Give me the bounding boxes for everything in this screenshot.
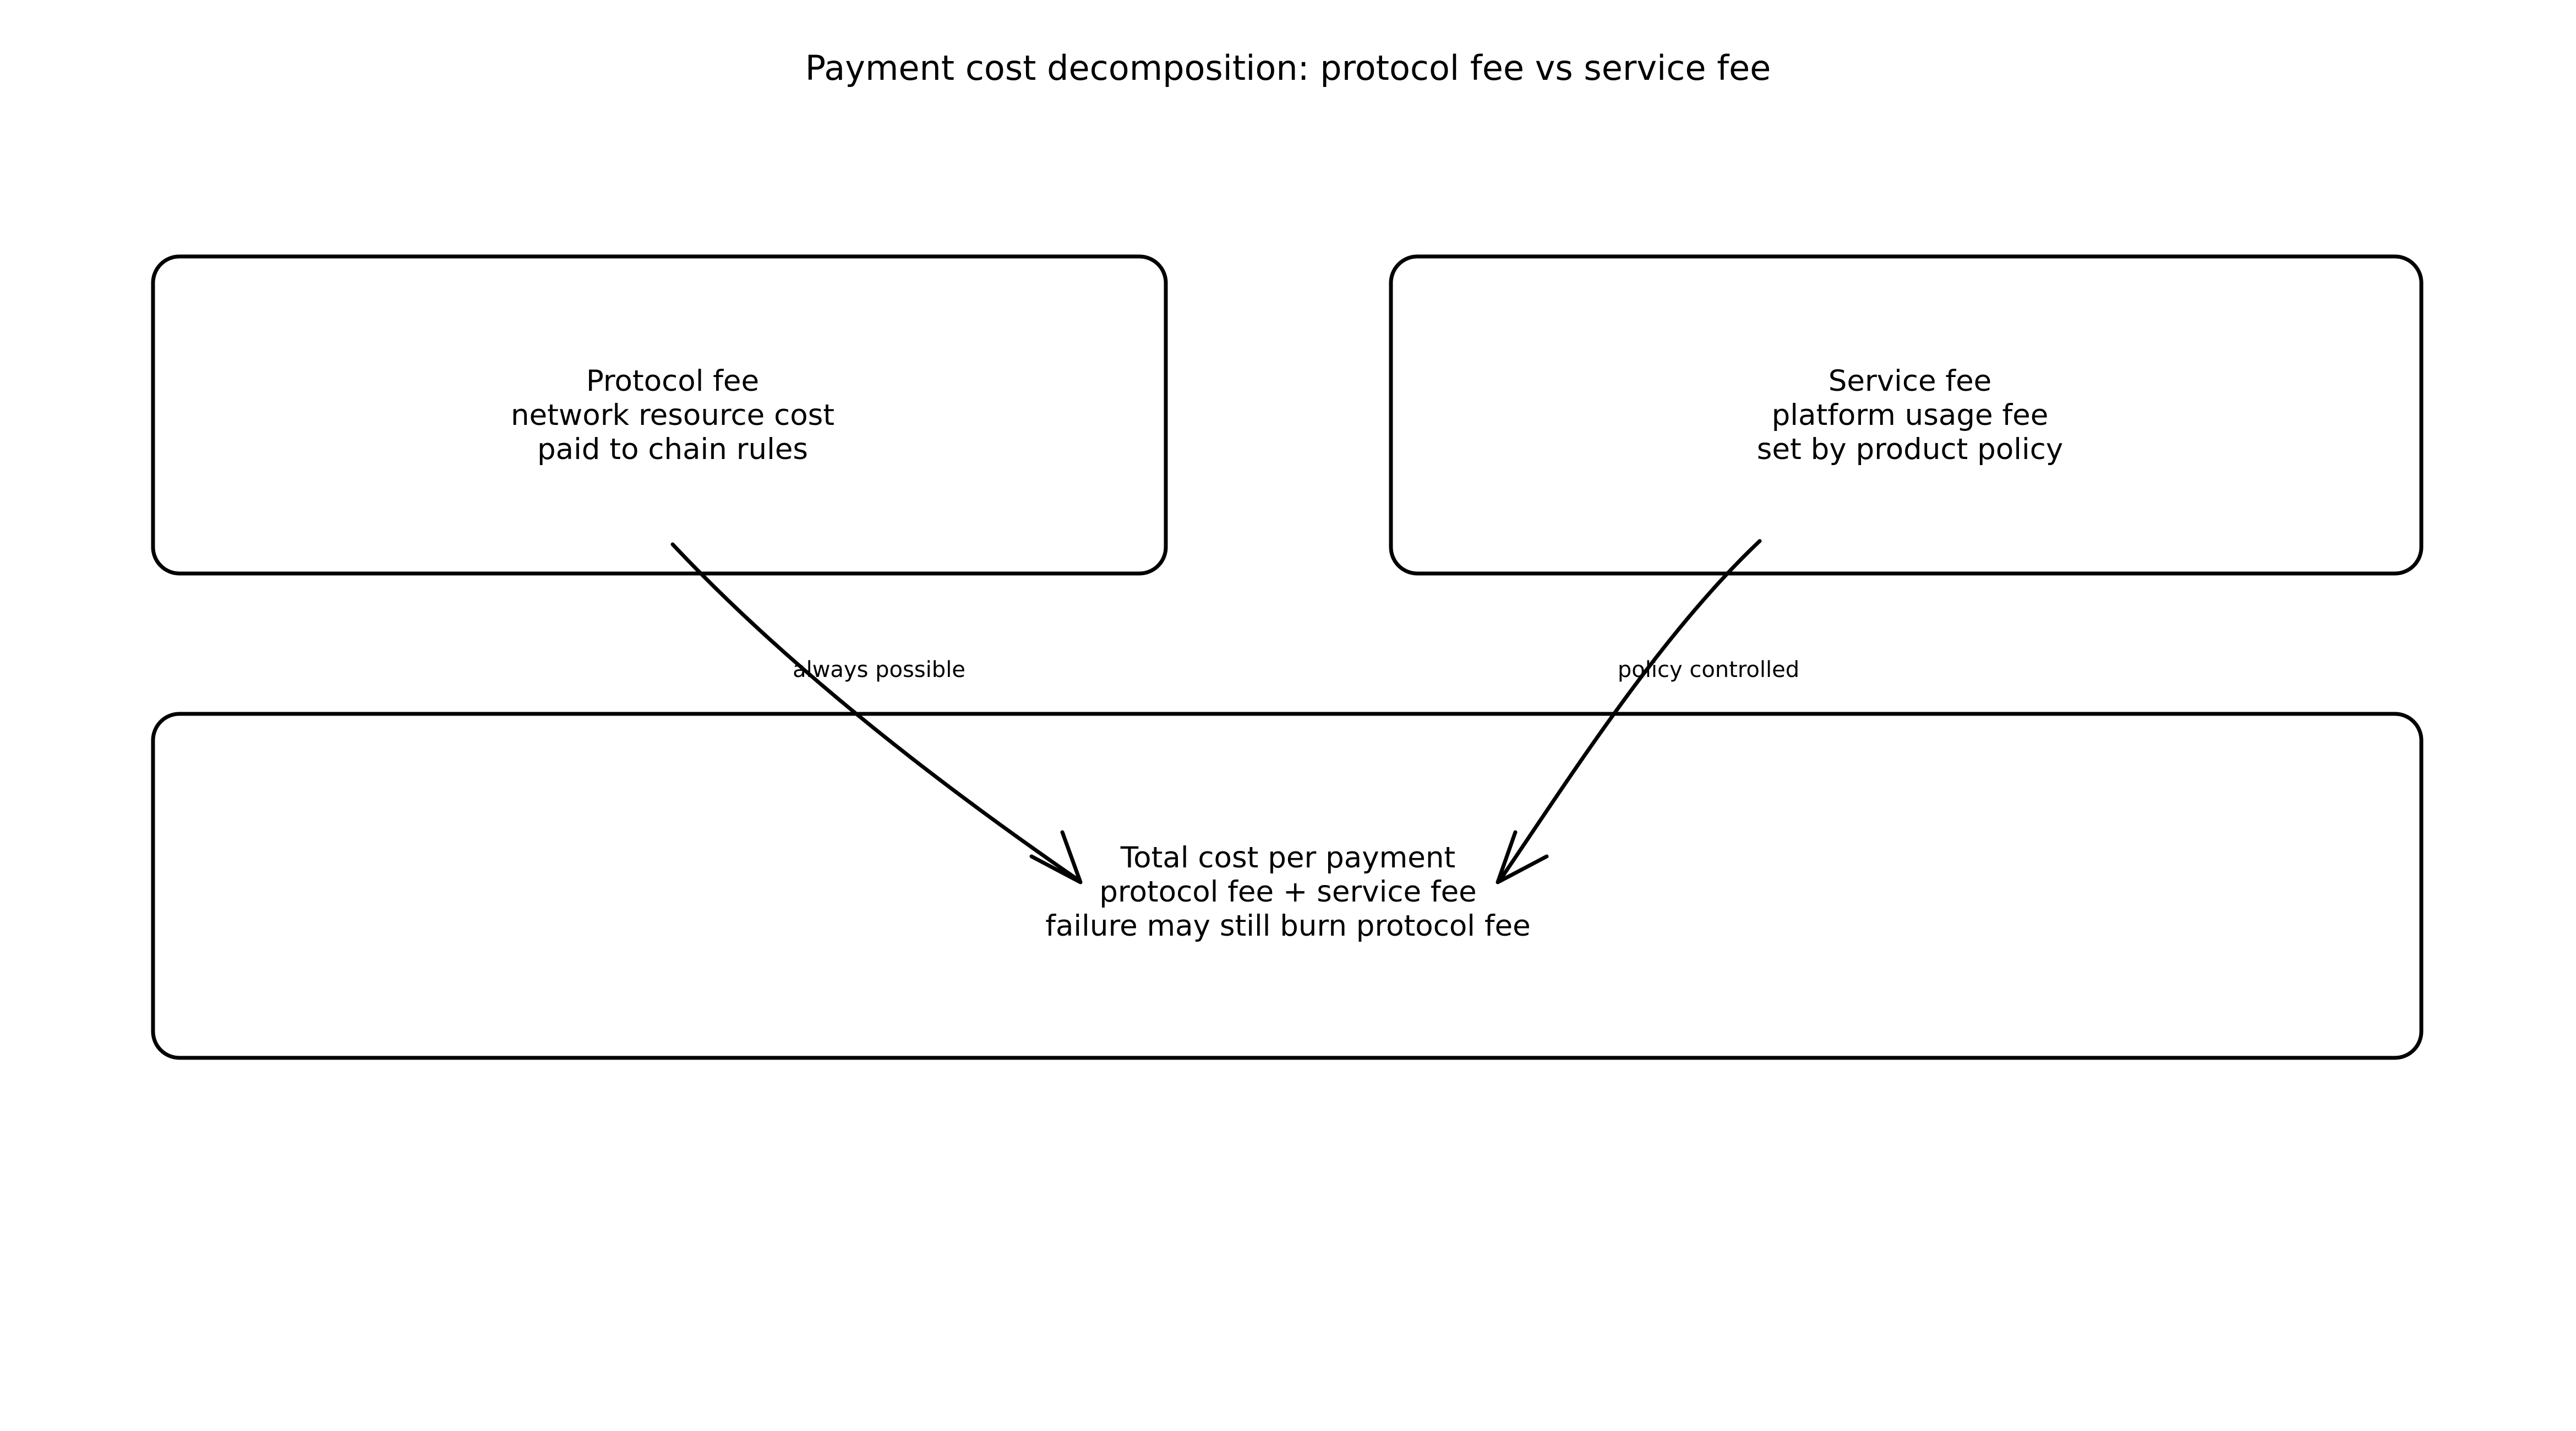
node-service-fee-line1: Service fee bbox=[1829, 364, 1992, 398]
node-protocol-fee-line1: Protocol fee bbox=[586, 364, 759, 398]
node-protocol-fee-line3: paid to chain rules bbox=[537, 433, 808, 466]
node-service-fee-line2: platform usage fee bbox=[1772, 398, 2049, 432]
page-title: Payment cost decomposition: protocol fee… bbox=[805, 48, 1771, 88]
node-service-fee-line3: set by product policy bbox=[1757, 433, 2063, 466]
node-total-cost-line3: failure may still burn protocol fee bbox=[1045, 909, 1530, 943]
arrowhead-service-to-total bbox=[1496, 830, 1549, 884]
node-protocol-fee-box[interactable] bbox=[151, 254, 1168, 576]
node-service-fee-box[interactable] bbox=[1389, 254, 2424, 576]
edge-label-always-possible: always possible bbox=[793, 657, 965, 682]
node-total-cost-box[interactable] bbox=[151, 712, 2424, 1060]
node-total-cost-line2: protocol fee + service fee bbox=[1099, 875, 1477, 909]
edge-service-to-total bbox=[1498, 539, 1762, 882]
node-total-cost-line1: Total cost per payment bbox=[1120, 841, 1455, 875]
arrowhead-protocol-to-total bbox=[1029, 830, 1083, 884]
node-protocol-fee-line2: network resource cost bbox=[511, 398, 834, 432]
edge-label-policy-controlled: policy controlled bbox=[1618, 657, 1799, 682]
edge-protocol-to-total bbox=[670, 542, 1080, 882]
